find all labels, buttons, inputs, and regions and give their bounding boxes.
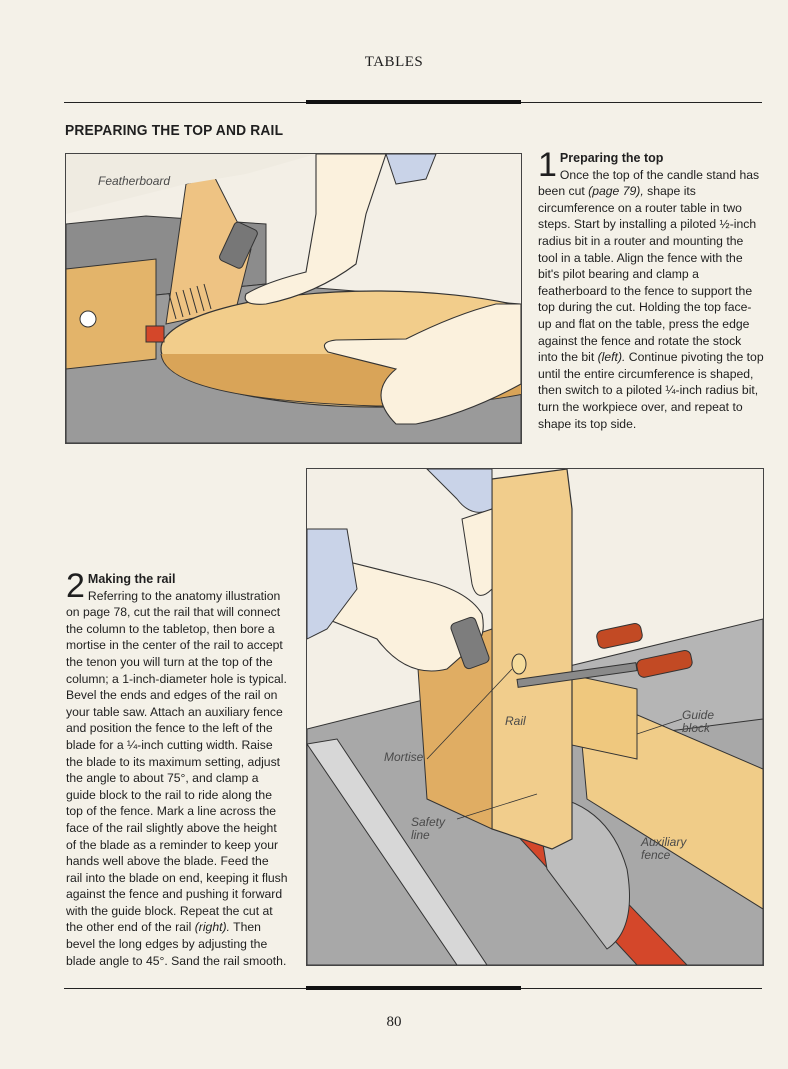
step-2-block: 2 Making the rail Referring to the anato… [66, 567, 288, 969]
running-header: TABLES [364, 54, 424, 70]
step-2-ref-a: (right). [194, 920, 230, 935]
label-auxiliary-fence-2: fence [641, 848, 671, 862]
label-guide-block: Guide block [682, 709, 714, 735]
label-safety-line-1: Safety [411, 815, 446, 829]
section-heading: PREPARING THE TOP AND RAIL [65, 122, 284, 139]
label-featherboard: Featherboard [98, 174, 171, 188]
label-mortise: Mortise [384, 750, 424, 764]
step-1-ref-b: (left). [597, 350, 626, 365]
step-1-title: Preparing the top [559, 151, 664, 165]
step-2-text-a: Referring to the anatomy illustration on… [66, 588, 288, 935]
page-number: 80 [386, 1014, 402, 1030]
router-table-illustration [66, 154, 521, 443]
label-safety-line: Safety line [411, 816, 445, 842]
figure-table-saw: Rail Mortise Safety line Guide block Aux… [306, 468, 764, 966]
step-2-title: Making the rail [87, 572, 176, 586]
step-1-text-b: shape its circumference on a router tabl… [538, 184, 757, 365]
step-2-text-b: Then bevel the long edges by adjusting t… [66, 920, 287, 968]
step-1-text-a: Once the top of the candle stand has bee… [538, 167, 760, 199]
label-rail: Rail [505, 714, 526, 728]
label-safety-line-2: line [411, 828, 430, 842]
step-2-number: 2 [66, 567, 85, 605]
label-auxiliary-fence: Auxiliary fence [641, 836, 686, 862]
footer-rule-accent [306, 986, 521, 990]
step-1-ref-a: (page 79), [588, 184, 644, 199]
step-1-block: 1 Preparing the top Once the top of the … [538, 146, 764, 432]
label-auxiliary-fence-1: Auxiliary [641, 835, 687, 849]
step-1-number: 1 [538, 146, 557, 184]
figure-router-table: Featherboard [65, 153, 522, 444]
header-rule-accent [306, 100, 521, 104]
table-saw-illustration [307, 469, 763, 965]
step-1-text-c: Continue pivoting the top until the enti… [538, 350, 764, 431]
label-guide-block-2: block [682, 721, 711, 735]
label-guide-block-1: Guide [682, 708, 715, 722]
